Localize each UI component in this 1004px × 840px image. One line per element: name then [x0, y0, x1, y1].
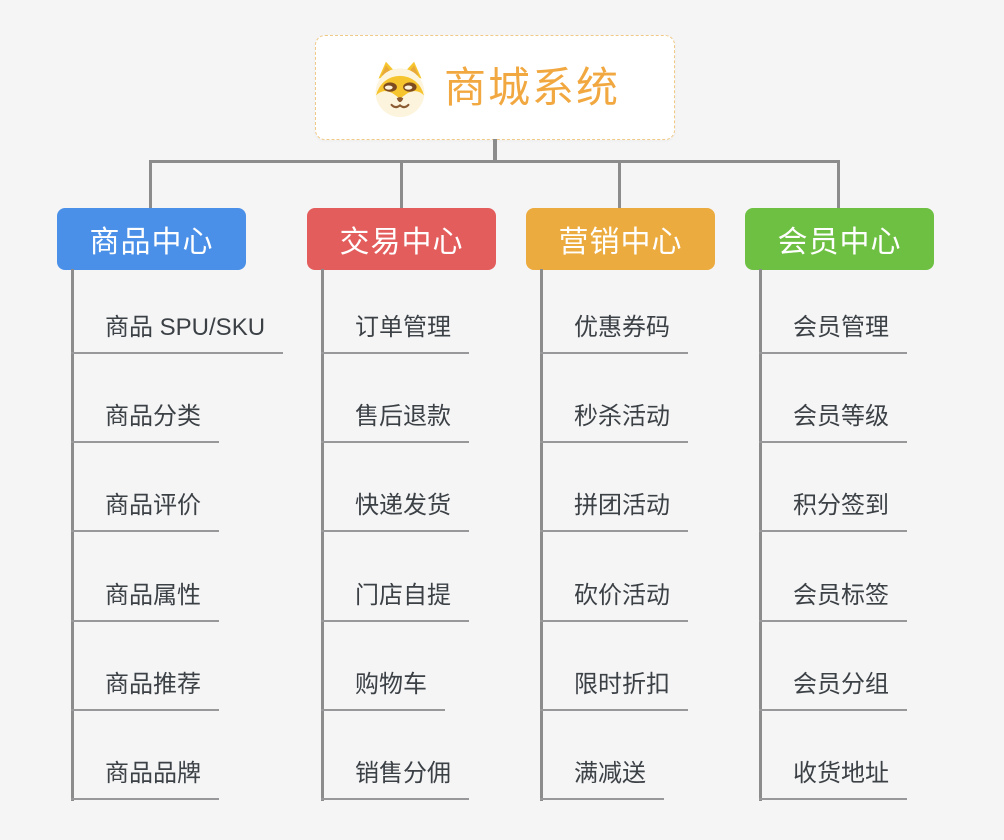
leaf-node-product-category[interactable]: 商品分类 — [71, 401, 219, 443]
connector-drop-member — [837, 160, 840, 208]
leaf-node-product-review[interactable]: 商品评价 — [71, 490, 219, 532]
leaf-node-shipping-address[interactable]: 收货地址 — [759, 758, 907, 800]
connector-vline-trade — [321, 269, 324, 801]
leaf-node-member-tags[interactable]: 会员标签 — [759, 580, 907, 622]
leaf-node-aftersale-refund[interactable]: 售后退款 — [321, 401, 469, 443]
leaf-node-product-spu-sku[interactable]: 商品 SPU/SKU — [71, 312, 284, 354]
leaf-node-member-management[interactable]: 会员管理 — [759, 312, 907, 354]
branch-node-member-center[interactable]: 会员中心 — [745, 208, 934, 270]
leaf-node-shopping-cart[interactable]: 购物车 — [321, 669, 445, 711]
leaf-node-member-groups[interactable]: 会员分组 — [759, 669, 907, 711]
leaf-node-product-recommend[interactable]: 商品推荐 — [71, 669, 219, 711]
connector-vline-product — [71, 269, 74, 801]
leaf-node-store-pickup[interactable]: 门店自提 — [321, 580, 469, 622]
leaf-node-spend-and-save[interactable]: 满减送 — [540, 758, 664, 800]
root-node-title: 商城系统 — [443, 63, 620, 111]
root-node-mall-system[interactable]: 商城系统 — [315, 35, 675, 140]
branch-node-marketing-center[interactable]: 营销中心 — [526, 208, 715, 270]
connector-drop-trade — [400, 160, 403, 208]
leaf-node-member-level[interactable]: 会员等级 — [759, 401, 907, 443]
connector-drop-product — [149, 160, 152, 208]
connector-horizontal-bar — [149, 160, 840, 163]
leaf-node-limited-time-discount[interactable]: 限时折扣 — [540, 669, 688, 711]
leaf-node-bargain-activity[interactable]: 砍价活动 — [540, 580, 688, 622]
leaf-node-flash-sale[interactable]: 秒杀活动 — [540, 401, 688, 443]
leaf-node-express-shipping[interactable]: 快递发货 — [321, 490, 469, 532]
leaf-node-order-management[interactable]: 订单管理 — [321, 312, 469, 354]
connector-root-stub — [493, 139, 497, 162]
branch-node-product-center[interactable]: 商品中心 — [57, 208, 246, 270]
connector-vline-marketing — [540, 269, 543, 801]
leaf-node-product-brand[interactable]: 商品品牌 — [71, 758, 219, 800]
connector-vline-member — [759, 269, 762, 801]
leaf-node-product-attribute[interactable]: 商品属性 — [71, 580, 219, 622]
leaf-node-group-buy[interactable]: 拼团活动 — [540, 490, 688, 532]
connector-drop-marketing — [618, 160, 621, 208]
shiba-dog-icon — [375, 61, 425, 117]
branch-node-trade-center[interactable]: 交易中心 — [307, 208, 496, 270]
leaf-node-coupon-code[interactable]: 优惠券码 — [540, 312, 688, 354]
leaf-node-sales-commission[interactable]: 销售分佣 — [321, 758, 469, 800]
leaf-node-points-checkin[interactable]: 积分签到 — [759, 490, 907, 532]
